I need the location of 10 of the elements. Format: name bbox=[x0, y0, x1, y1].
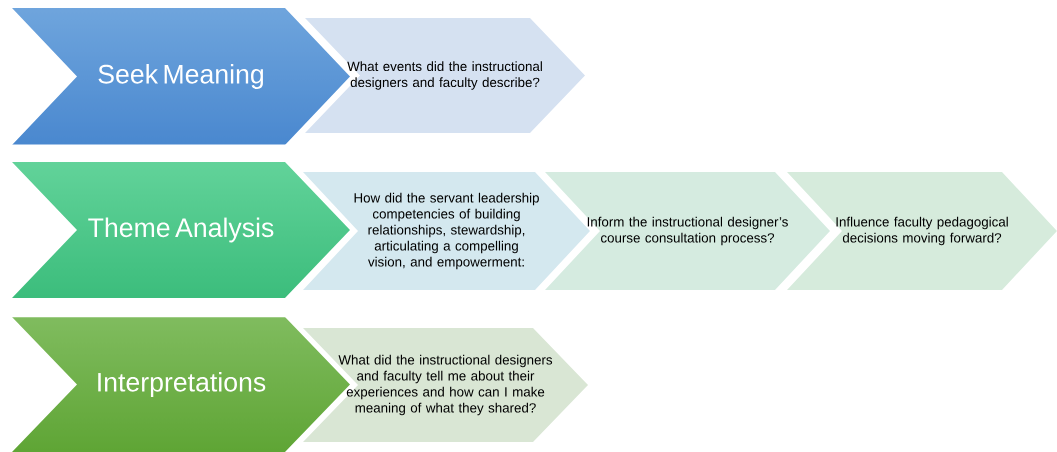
node-label: Influence faculty pedagogical decisions moving forward? bbox=[836, 216, 1008, 246]
chevron-step: Interpretations bbox=[98, 372, 266, 397]
chevron-question: Influence faculty pedagogical decisions moving forward? bbox=[787, 172, 1057, 290]
chevron-step: Seek Meaning bbox=[98, 64, 263, 89]
chevron-question: What did the instructional designers and faculty tell me about their experiences and how can I make meaning of what they shared? bbox=[303, 328, 588, 442]
chevron-step: Theme Analysis bbox=[88, 217, 274, 243]
node-label: Inform the instructional designer’s course consultation process? bbox=[587, 216, 788, 246]
chevron-question: Inform the instructional designer’s course consultation process? bbox=[545, 172, 830, 290]
chevron-question: What events did the instructional designers and faculty describe? bbox=[305, 18, 585, 133]
chevron-question: How did the servant leadership competencies of building relationships, stewardship, articulating a compelling vision, and empowerment: bbox=[303, 172, 590, 290]
